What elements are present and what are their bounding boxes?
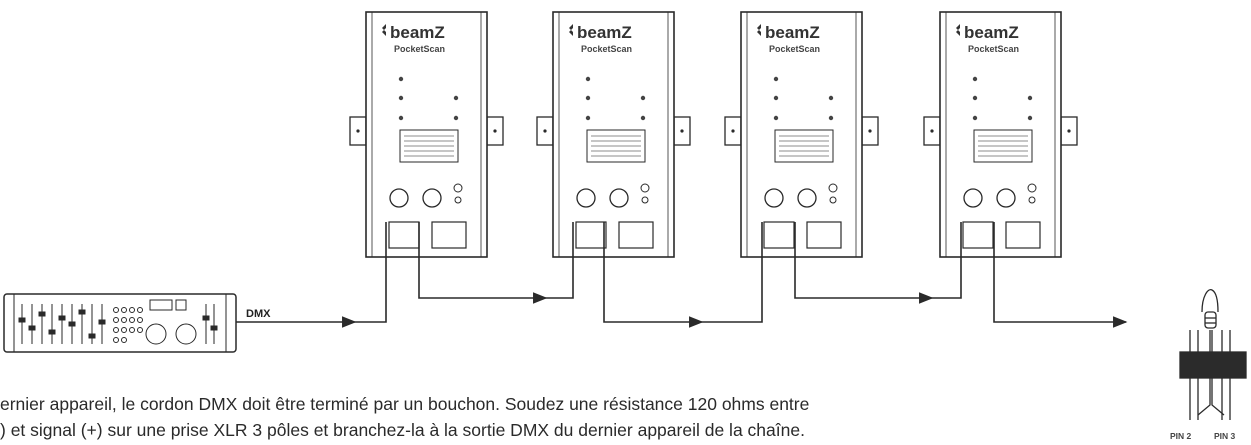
- xlr-terminator-plug: [1179, 289, 1247, 420]
- cable-fixture-2-out: [603, 222, 704, 328]
- caption-line-1: ernier appareil, le cordon DMX doit être…: [0, 394, 810, 414]
- fixture-brand: beamZ: [577, 23, 632, 42]
- cable-fixture-3-in: [702, 222, 763, 323]
- fixture-4: beamZ PocketScan: [923, 11, 1078, 258]
- fixture-2: beamZ PocketScan: [536, 11, 691, 258]
- fixture-model: PocketScan: [769, 44, 820, 54]
- fixture-brand: beamZ: [765, 23, 820, 42]
- fixture-model: PocketScan: [581, 44, 632, 54]
- fixture-model: PocketScan: [394, 44, 445, 54]
- cable-fixture-2-in: [546, 222, 574, 299]
- cable-fixture-4-in: [932, 222, 962, 299]
- dmx-cables: [236, 222, 1128, 328]
- cable-fixture-1-in: [355, 222, 387, 323]
- fixture-brand: beamZ: [390, 23, 445, 42]
- caption-line-2: ) et signal (+) sur une prise XLR 3 pôle…: [0, 420, 805, 440]
- cable-fixture-3-out: [794, 222, 934, 304]
- cable-fixture-4-out: [993, 222, 1128, 328]
- pin-3-label: PIN 3: [1214, 431, 1236, 441]
- fixture-brand: beamZ: [964, 23, 1019, 42]
- dmx-controller: [3, 293, 237, 353]
- fixture-model: PocketScan: [968, 44, 1019, 54]
- cable-fixture-1-out: [418, 222, 548, 304]
- pin-2-label: PIN 2: [1170, 431, 1192, 441]
- fixture-1: beamZ PocketScan: [349, 11, 504, 258]
- dmx-cable-label: DMX: [246, 308, 271, 320]
- fixture-3: beamZ PocketScan: [724, 11, 879, 258]
